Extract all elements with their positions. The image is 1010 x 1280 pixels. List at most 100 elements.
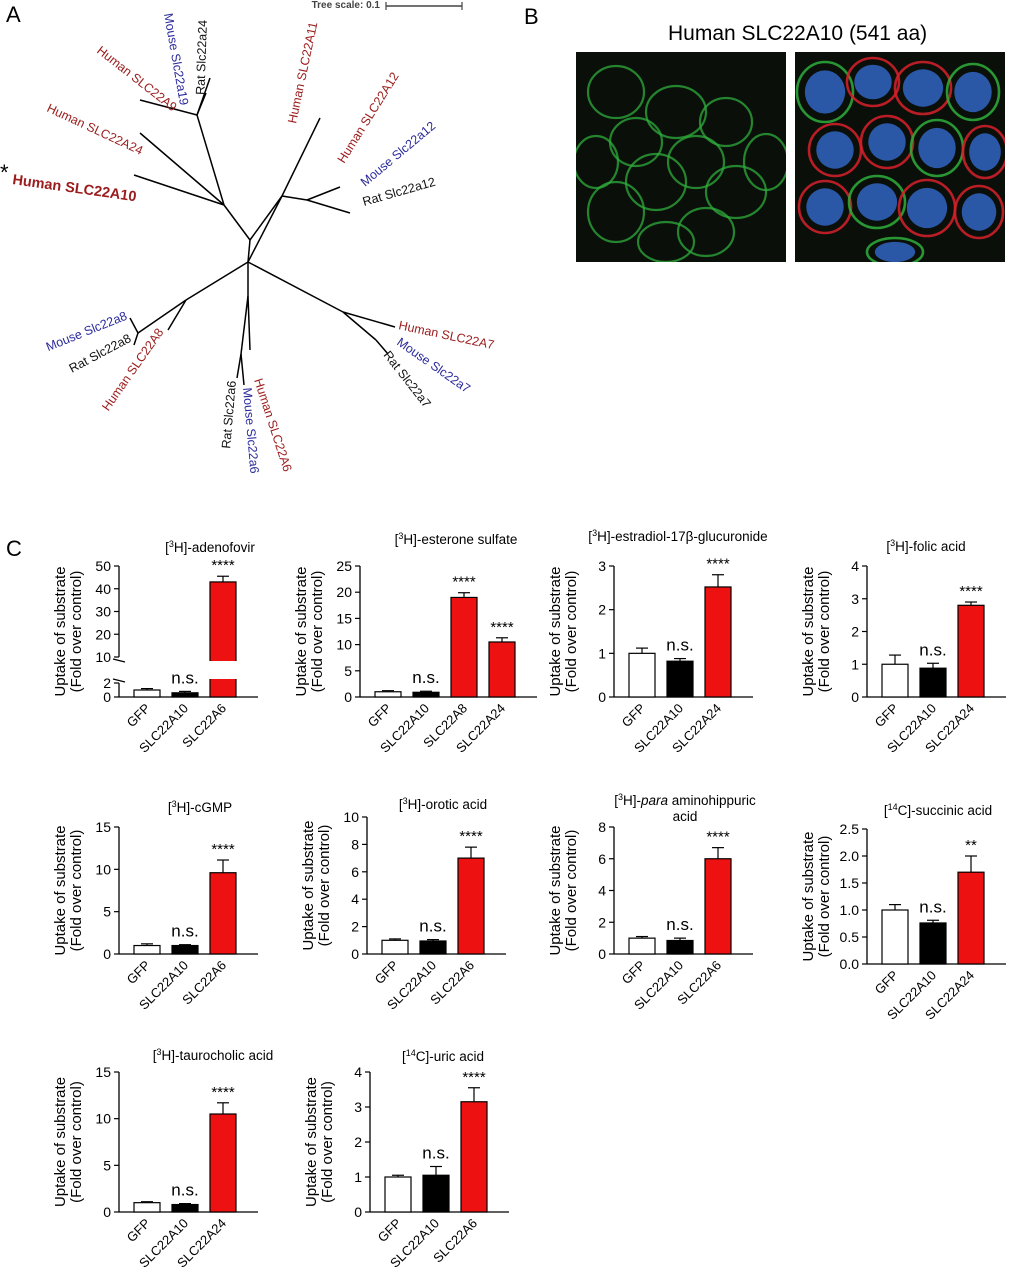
cell-membrane-green: [644, 84, 708, 140]
y-tick-label: 6: [598, 851, 606, 867]
tree-leaf-label: Rat Slc22a6: [219, 380, 239, 449]
y-tick-label: 10: [95, 1111, 111, 1127]
axis-break-mark: [112, 658, 126, 683]
y-tick-label: 1: [354, 1169, 362, 1185]
y-axis-label: Uptake of substrate: [52, 1077, 69, 1207]
bar-slc22a24: [209, 1113, 237, 1213]
microscopy-green-channel: [576, 52, 786, 262]
bar-gfp: [133, 944, 161, 955]
panel-label-a: A: [6, 2, 21, 27]
y-tick-label: 10: [343, 809, 359, 825]
y-tick-label: 25: [336, 558, 352, 574]
tree-scale-label: Tree scale: 0.1: [312, 0, 381, 11]
tree-branch: [196, 114, 225, 206]
significance-stars: ****: [462, 1069, 486, 1086]
y-tick-label: 1: [598, 645, 606, 661]
y-tick-label: 2.0: [840, 848, 860, 864]
chart-title: [14C]-uric acid: [402, 1048, 484, 1064]
significance-stars: ****: [490, 619, 514, 636]
y-tick-label: 15: [95, 1064, 111, 1080]
y-tick-label: 1.0: [840, 902, 860, 918]
y-tick-label: 0: [598, 689, 606, 705]
y-tick-label: 2: [103, 675, 111, 691]
cell-membrane: [865, 236, 925, 262]
bar-slc22a24: [704, 586, 732, 698]
significance-stars: ****: [452, 574, 476, 591]
cell-nucleus: [804, 70, 846, 114]
tree-branch: [247, 195, 283, 263]
bar-slc22a24: [488, 641, 516, 698]
bar-slc22a6: [209, 581, 237, 698]
y-tick-label: 0: [851, 689, 859, 705]
not-significant-label: n.s.: [419, 917, 446, 936]
x-category-label: GFP: [619, 701, 649, 731]
cell-nucleus: [961, 193, 997, 231]
cell-nucleus: [806, 188, 844, 226]
y-tick-label: 10: [95, 861, 111, 877]
y-tick-label: 20: [95, 626, 111, 642]
y-tick-label: 5: [103, 1157, 111, 1173]
not-significant-label: n.s.: [919, 897, 946, 916]
tree-branch: [281, 117, 321, 197]
y-tick-label: 0: [103, 1204, 111, 1220]
y-tick-label: 30: [95, 604, 111, 620]
tree-branch: [223, 204, 251, 241]
chart-title: [3H]-para aminohippuric: [614, 792, 756, 808]
y-tick-label: 40: [95, 581, 111, 597]
cell-membrane-green: [742, 132, 786, 192]
significance-stars: ****: [959, 583, 983, 600]
bar-break-gap: [209, 661, 237, 679]
y-tick-label: 5: [344, 663, 352, 679]
chart-title: [3H]-folic acid: [886, 538, 965, 554]
tree-branch: [137, 299, 187, 334]
cell-membrane: [961, 124, 1005, 180]
y-tick-label: 20: [336, 584, 352, 600]
y-axis-label: Uptake of substrate: [52, 825, 69, 955]
cell-membrane-green: [624, 152, 688, 212]
not-significant-label: n.s.: [919, 640, 946, 659]
y-axis-label: (Fold over control): [563, 830, 580, 952]
y-axis-label: Uptake of substrate: [300, 820, 317, 950]
not-significant-label: n.s.: [666, 915, 693, 934]
chart-title: [14C]-succinic acid: [884, 802, 992, 818]
tree-branch: [139, 132, 225, 206]
cell-membrane: [847, 174, 907, 230]
cell-nucleus: [954, 71, 992, 113]
cell-membrane-green: [576, 134, 620, 190]
chart-title-line2: acid: [673, 809, 698, 824]
cell-membrane-green: [676, 206, 736, 258]
y-tick-label: 8: [598, 819, 606, 835]
tree-branch: [129, 317, 139, 334]
cell-membrane-green: [666, 134, 726, 190]
significance-stars: ****: [706, 829, 730, 846]
cell-nucleus: [856, 183, 898, 221]
bar-gfp: [133, 689, 161, 698]
x-category-label: GFP: [872, 968, 902, 998]
bar-gfp: [628, 652, 656, 698]
y-tick-label: 15: [95, 819, 111, 835]
bar-slc22a6: [457, 857, 485, 955]
significance-stars: ****: [706, 556, 730, 573]
y-axis-label: (Fold over control): [816, 571, 833, 693]
not-significant-label: n.s.: [171, 668, 198, 687]
bar-slc22a24: [957, 604, 985, 698]
y-tick-label: 2: [598, 914, 606, 930]
tree-branch: [236, 353, 242, 379]
bar-slc22a6: [460, 1101, 488, 1213]
y-axis-label: (Fold over control): [563, 571, 580, 693]
bar-slc22a10: [171, 692, 199, 698]
y-tick-label: 0: [103, 946, 111, 962]
significance-stars: ****: [211, 1084, 235, 1101]
not-significant-label: n.s.: [666, 636, 693, 655]
y-tick-label: 0: [598, 946, 606, 962]
chart-title: [3H]-adenofovir: [165, 539, 255, 555]
y-axis-label: (Fold over control): [319, 1081, 336, 1203]
chart-title: [3H]-orotic acid: [399, 796, 487, 812]
y-tick-label: 0.5: [840, 929, 860, 945]
tree-branch: [196, 77, 211, 116]
x-category-label: GFP: [372, 958, 402, 988]
